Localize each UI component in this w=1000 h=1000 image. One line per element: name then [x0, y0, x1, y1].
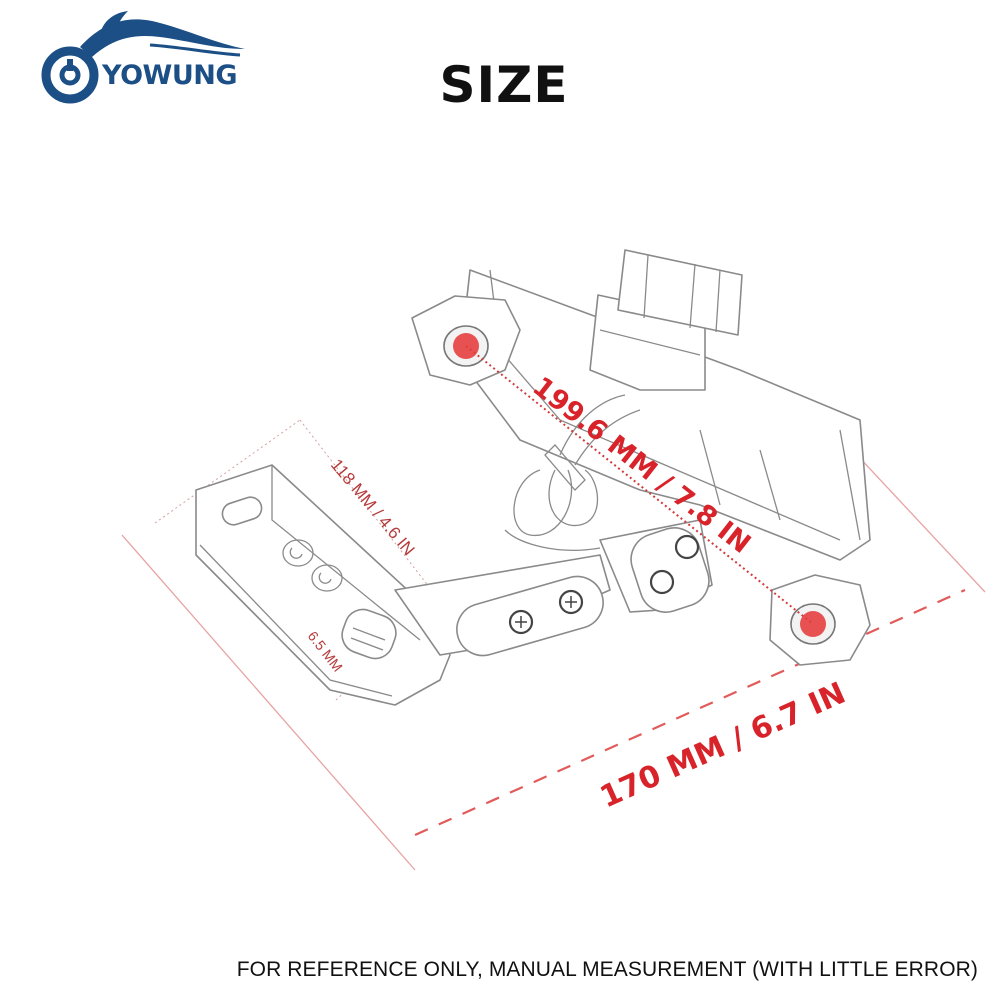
page-title: SIZE — [439, 56, 569, 114]
license-plate-bracket — [195, 249, 871, 706]
motorcycle-logo-icon — [41, 11, 245, 104]
footer-note: FOR REFERENCE ONLY, MANUAL MEASUREMENT (… — [236, 958, 978, 981]
width-dimension-label: 170 MM / 6.7 IN — [595, 676, 851, 816]
mounting-hole-marker — [800, 611, 826, 637]
mounting-hole-marker — [453, 333, 479, 359]
brand-name: YOWUNG — [102, 60, 238, 91]
